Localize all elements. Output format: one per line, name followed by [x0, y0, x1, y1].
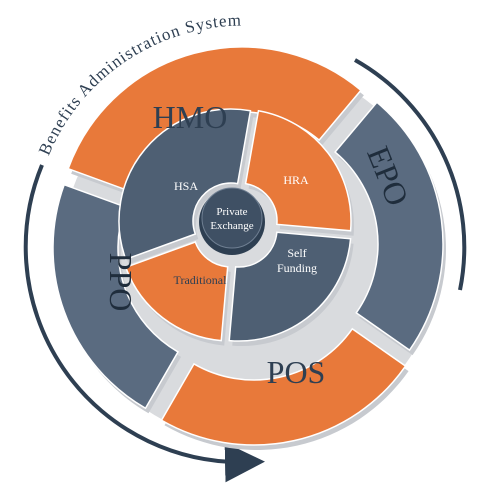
center-label-line1: Private [216, 206, 247, 218]
cycle-arrow-top-right [354, 58, 467, 291]
segment-label-ppo: PPO [103, 253, 139, 312]
segment-label-hmo: HMO [153, 99, 228, 135]
segment-epo [334, 101, 444, 352]
center-label-line2: Exchange [210, 220, 253, 232]
segment-label-self: Self [287, 246, 306, 260]
segment-label-funding: Funding [277, 261, 317, 275]
segment-label-hsa: HSA [174, 179, 198, 193]
segment-traditional [124, 241, 229, 342]
segment-hsa [118, 108, 252, 261]
inner-ring [118, 108, 354, 346]
segment-label-traditional: Traditional [174, 273, 228, 287]
cycle-arrow-bottom-left [23, 164, 265, 483]
segment-label-hra: HRA [283, 173, 309, 187]
segment-label-pos: POS [267, 354, 326, 390]
center-hub [201, 187, 263, 249]
segment-pos [160, 327, 407, 446]
segment-hra [244, 109, 352, 232]
segment-self-funding [228, 231, 352, 342]
segment-ppo [52, 183, 180, 410]
